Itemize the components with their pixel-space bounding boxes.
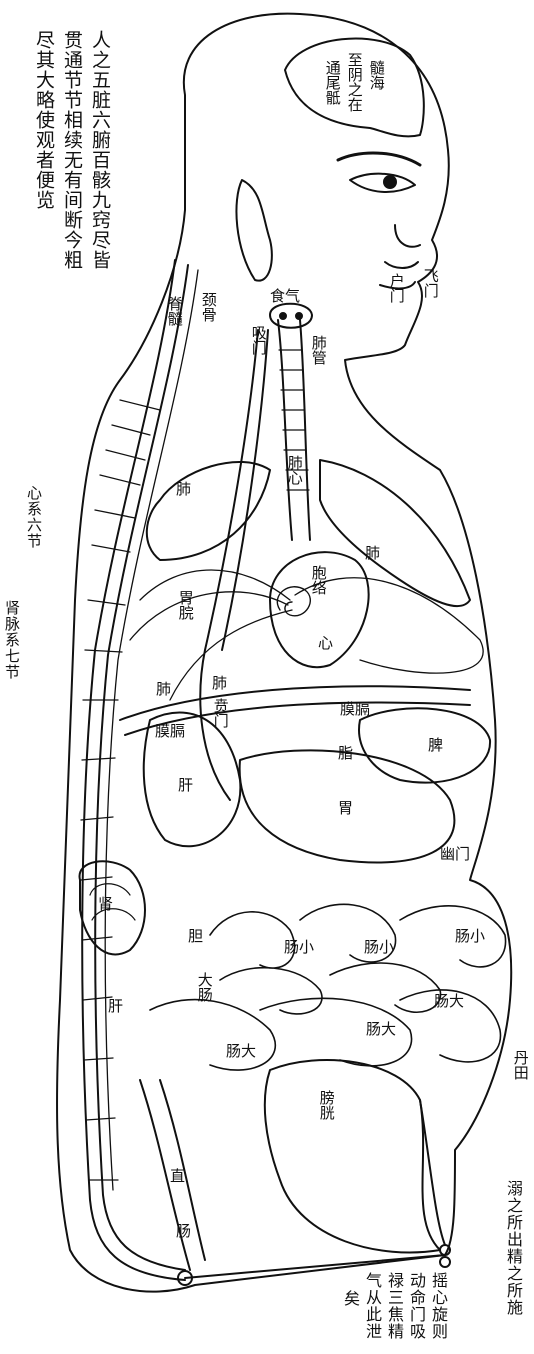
label-da-chang-2: 肠大: [366, 1018, 396, 1039]
label-tong-wei-lu: 通尾骶: [324, 60, 340, 105]
label-shi-qi: 食气: [270, 285, 300, 306]
throat-knob: [270, 304, 312, 328]
label-fei-men: 飞门: [422, 268, 438, 298]
label-fei-lower: 肺: [156, 678, 171, 699]
bottom-note-col5: 气从此泄: [364, 1272, 380, 1340]
bottom-note-col3: 动命门吸: [408, 1272, 424, 1340]
label-mo-ge-left: 膜膈: [155, 720, 185, 741]
label-dan-tian: 丹田: [512, 1050, 528, 1080]
body-outline: [57, 14, 511, 1292]
label-xiao-chang-2: 肠小: [364, 936, 394, 957]
label-da-chang-1: 肠大: [434, 990, 464, 1011]
outlet-node-2: [440, 1257, 450, 1267]
label-pang-guang: 膀胱: [318, 1090, 334, 1120]
label-zhi-chang-2: 肠: [176, 1220, 191, 1241]
bottom-note-col4: 禄三焦精: [386, 1272, 402, 1340]
label-fei-right: 肺: [365, 542, 380, 563]
label-dan: 胆: [188, 925, 203, 946]
label-fei-guan: 肺管: [310, 335, 326, 365]
spine-outer: [82, 260, 185, 1280]
label-zhi-chang: 直: [170, 1165, 185, 1186]
label-sui-hai: 髓海: [368, 60, 384, 90]
label-zhi-yin: 至阴之在: [346, 52, 362, 112]
label-xiao-chang-3: 肠小: [455, 925, 485, 946]
throat-hole-1: [280, 313, 286, 319]
eye: [350, 174, 415, 192]
throat-hole-2: [296, 313, 302, 319]
label-gan: 肝: [178, 774, 193, 795]
label-da-chang: 大肠: [196, 972, 212, 1002]
caption-col1: 人之五脏六腑百骸九窍尽皆: [90, 30, 109, 270]
lung-left: [147, 462, 270, 560]
label-ji-sui: 脊髓: [166, 296, 182, 326]
outlet-pipes: [185, 1100, 445, 1278]
label-wei-wan: 胃脘: [177, 590, 193, 620]
label-xue-men: 贲门: [212, 698, 228, 728]
heart-spiral: [277, 587, 310, 616]
label-fei-xin: 肺心: [286, 455, 302, 485]
eyebrow: [338, 153, 420, 165]
label-xiao-chang-1: 肠小: [284, 936, 314, 957]
label-xi-men: 吸门: [250, 325, 266, 355]
label-da-chang-3: 肠大: [226, 1040, 256, 1061]
label-xin-bao-luo: 胞络: [310, 565, 326, 595]
caption-col2: 贯通节节相续无有间断今粗: [62, 30, 81, 270]
bladder: [265, 1060, 440, 1252]
vertebrae: [81, 400, 160, 1180]
label-you-men: 幽门: [440, 843, 470, 864]
label-mo-ge-right: 膜膈: [340, 698, 370, 719]
bottom-note-col2: 摇心旋则: [430, 1272, 446, 1340]
label-pi: 脾: [428, 734, 443, 755]
label-zhi: 脂: [338, 742, 353, 763]
ear: [236, 180, 271, 281]
label-hu-men: 户门: [388, 273, 404, 303]
label-gan-lower: 肝: [108, 995, 123, 1016]
caption-col3: 尽其大略使观者便览: [34, 30, 53, 210]
bottom-note-col1: 溺之所出精之所施: [505, 1180, 521, 1316]
label-shen: 肾: [98, 893, 113, 914]
heart-system-label: 心系六节: [26, 485, 41, 549]
label-jing-gu: 颈骨: [200, 292, 216, 322]
kidney-vessel-label: 肾脉系七节: [4, 600, 19, 680]
eye-pupil: [384, 176, 396, 188]
label-fei-lower2: 肺: [212, 672, 227, 693]
label-fei-left: 肺: [176, 478, 191, 499]
label-xin: 心: [318, 632, 333, 653]
bottom-note-col6: 矣: [342, 1290, 358, 1307]
spleen: [359, 708, 490, 782]
label-wei: 胃: [338, 797, 353, 818]
esophagus: [200, 330, 268, 800]
